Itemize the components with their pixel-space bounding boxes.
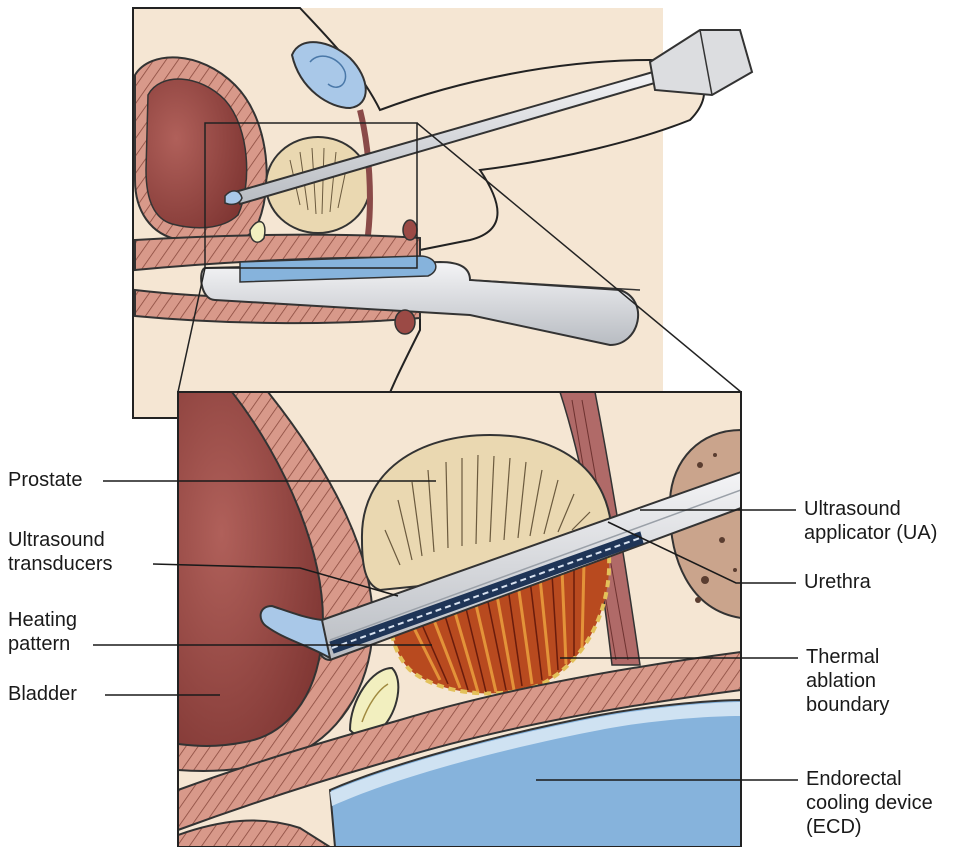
detail-illustration — [178, 392, 741, 847]
label-ua-line1: Ultrasound — [804, 498, 901, 520]
label-ecd-line3: (ECD) — [806, 816, 862, 838]
overview-cooling-device — [200, 260, 639, 347]
zoom-line-right — [416, 122, 742, 393]
pubic-bone — [290, 41, 367, 110]
label-ultrasound-transducers-line1: Ultrasound — [8, 529, 105, 551]
label-thermal-line1: Thermal — [806, 646, 880, 668]
label-heating-pattern-line1: Heating — [8, 609, 77, 631]
overview-illustration — [132, 7, 754, 419]
label-ultrasound-transducers-line2: transducers — [8, 553, 113, 575]
leader-lines — [93, 480, 798, 781]
label-bladder: Bladder — [8, 683, 77, 705]
label-ua-line2: applicator (UA) — [804, 522, 938, 544]
label-ecd-line1: Endorectal — [806, 768, 902, 790]
zoom-box — [204, 122, 418, 269]
label-prostate: Prostate — [8, 469, 83, 491]
label-urethra: Urethra — [804, 571, 871, 593]
zoom-line-left — [177, 267, 206, 393]
leader-transducers — [152, 563, 399, 597]
overview-applicator-handle — [648, 29, 754, 97]
rectal-wall — [178, 650, 741, 832]
label-heating-pattern-line2: pattern — [8, 633, 71, 655]
label-ecd-line2: cooling device — [806, 792, 933, 814]
label-thermal-line3: boundary — [806, 694, 890, 716]
leader-urethra — [607, 521, 796, 584]
label-thermal-line2: ablation — [806, 670, 877, 692]
detail-frame — [177, 391, 742, 847]
overview-bladder — [145, 78, 248, 229]
endorectal-cooling-device — [328, 698, 741, 847]
